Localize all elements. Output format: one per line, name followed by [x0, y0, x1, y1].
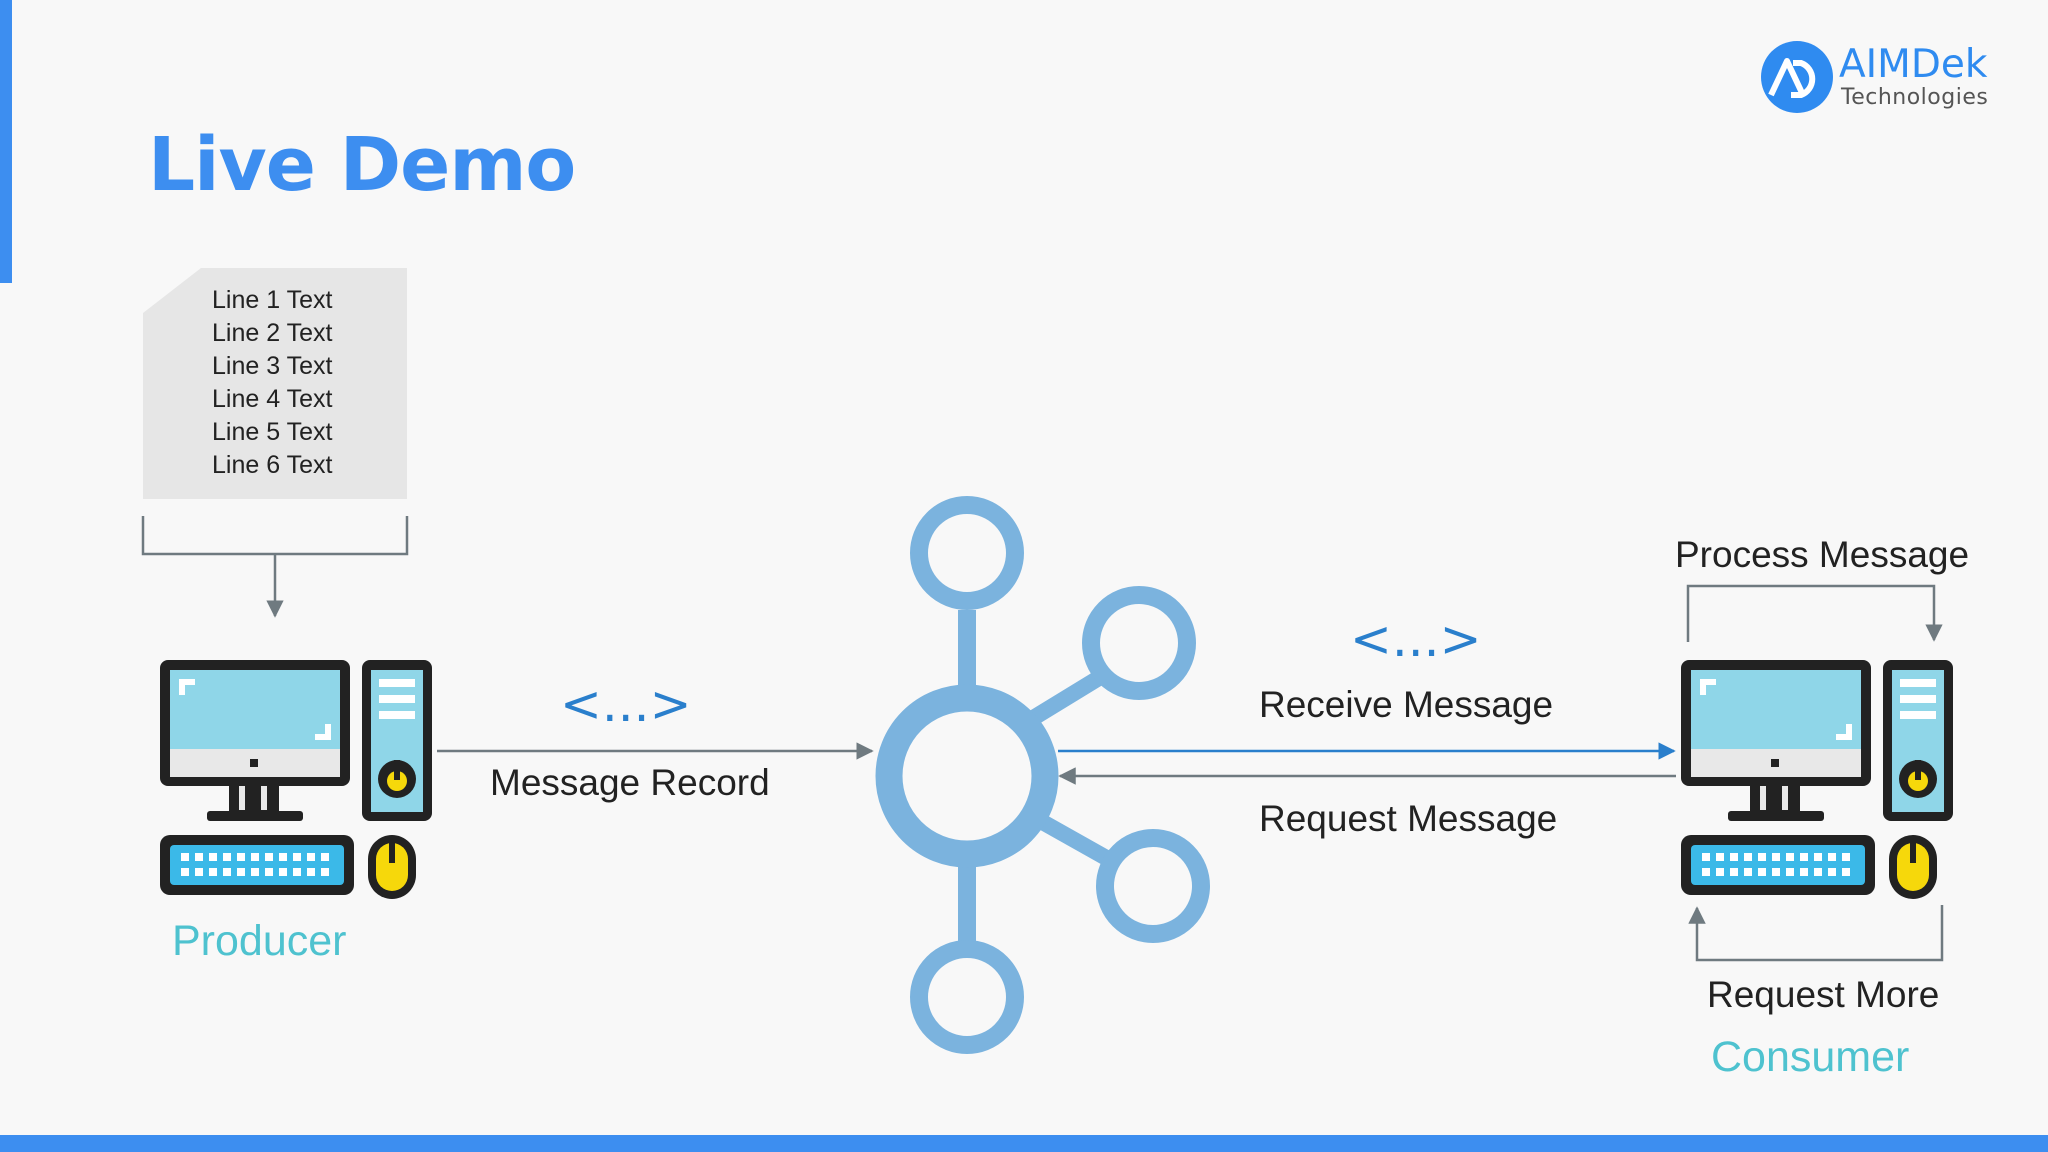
request-message-label: Request Message	[1259, 798, 1558, 839]
receive-message-label: Receive Message	[1259, 684, 1554, 725]
document-line: Line 1 Text	[212, 286, 333, 314]
logo-subtitle: Technologies	[1841, 85, 1989, 110]
document-line: Line 6 Text	[212, 451, 333, 479]
process-message-label: Process Message	[1675, 534, 1970, 575]
left-accent-bar	[0, 0, 12, 283]
document-card	[143, 268, 407, 499]
document-line: Line 4 Text	[212, 385, 333, 413]
consumer-computer-icon	[1681, 660, 1953, 899]
message-record-label: Message Record	[490, 762, 770, 803]
message-code-icon: <...>	[560, 675, 692, 733]
document-bracket	[141, 516, 409, 556]
receive-code-icon: <...>	[1350, 610, 1482, 668]
aimdek-logo-icon	[1761, 41, 1833, 113]
producer-label: Producer	[172, 917, 347, 965]
request-more-arrow	[1688, 905, 1944, 962]
logo-name: AIMDek	[1839, 42, 1988, 87]
slide-title: Live Demo	[148, 122, 576, 208]
company-logo: AIMDek Technologies	[1761, 40, 1991, 120]
producer-computer-icon	[160, 660, 432, 899]
request-more-label: Request More	[1707, 974, 1940, 1015]
process-message-arrow	[1686, 584, 1943, 642]
hub-network-icon	[875, 496, 1210, 1054]
bottom-accent-bar	[0, 1135, 2048, 1152]
document-line: Line 2 Text	[212, 319, 333, 347]
consumer-label: Consumer	[1711, 1033, 1910, 1081]
document-line: Line 3 Text	[212, 352, 333, 380]
document-line: Line 5 Text	[212, 418, 333, 446]
